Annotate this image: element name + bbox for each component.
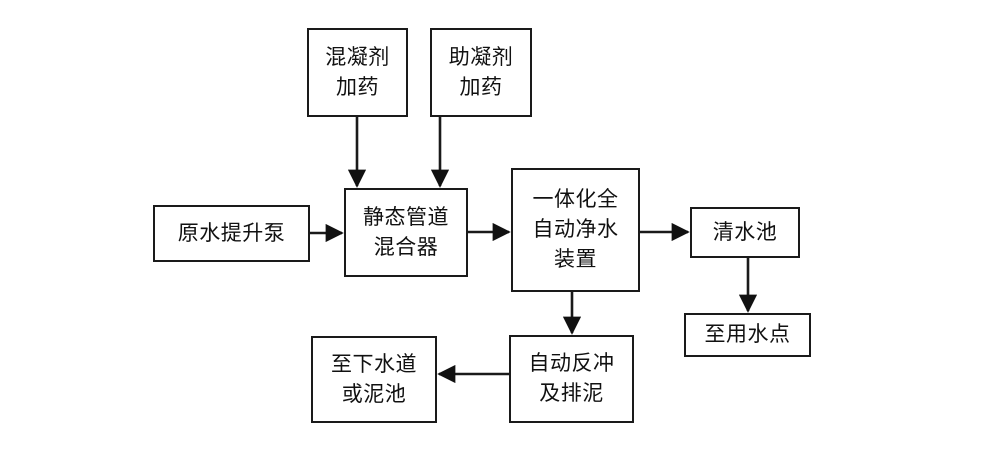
flowchart-node-label: 静态管道 xyxy=(363,204,449,229)
flowchart-node-label: 及排泥 xyxy=(539,381,604,405)
flowchart-node-coagulant-dosing[interactable]: 混凝剂加药 xyxy=(307,28,408,117)
flowchart-node-label: 加药 xyxy=(459,74,503,99)
flowchart-node-label: 至下水道 xyxy=(331,351,417,376)
flowchart-node-to-sewer-or-sludge-pond[interactable]: 至下水道或泥池 xyxy=(311,336,437,423)
flowchart-node-raw-water-pump[interactable]: 原水提升泵 xyxy=(153,205,310,262)
flowchart-node-label: 混凝剂 xyxy=(325,44,390,69)
flowchart-node-label: 助凝剂 xyxy=(448,44,514,69)
flowchart-node-clean-water-tank[interactable]: 清水池 xyxy=(690,207,800,258)
flowchart-node-flocculant-dosing[interactable]: 助凝剂加药 xyxy=(430,28,532,117)
flowchart-node-label: 清水池 xyxy=(712,219,778,244)
flowchart-node-label: 或泥池 xyxy=(341,381,407,406)
flowchart-node-auto-backwash-sludge[interactable]: 自动反冲及排泥 xyxy=(509,335,634,423)
flowchart-node-label: 自动净水 xyxy=(532,217,619,242)
flowchart-node-label: 一体化全 xyxy=(532,187,619,212)
flowchart-node-integrated-water-purifier[interactable]: 一体化全自动净水装置 xyxy=(511,168,640,292)
flowchart-node-label: 混合器 xyxy=(373,234,439,259)
flowchart-node-label: 装置 xyxy=(554,246,597,271)
flowchart-node-label: 至用水点 xyxy=(704,322,791,347)
flowchart-node-label: 原水提升泵 xyxy=(177,220,286,245)
flowchart-node-static-pipe-mixer[interactable]: 静态管道混合器 xyxy=(344,188,468,277)
flowchart-node-label: 加药 xyxy=(336,74,379,99)
flowchart-node-to-water-point[interactable]: 至用水点 xyxy=(684,313,811,357)
flowchart-node-label: 自动反冲 xyxy=(528,351,615,376)
